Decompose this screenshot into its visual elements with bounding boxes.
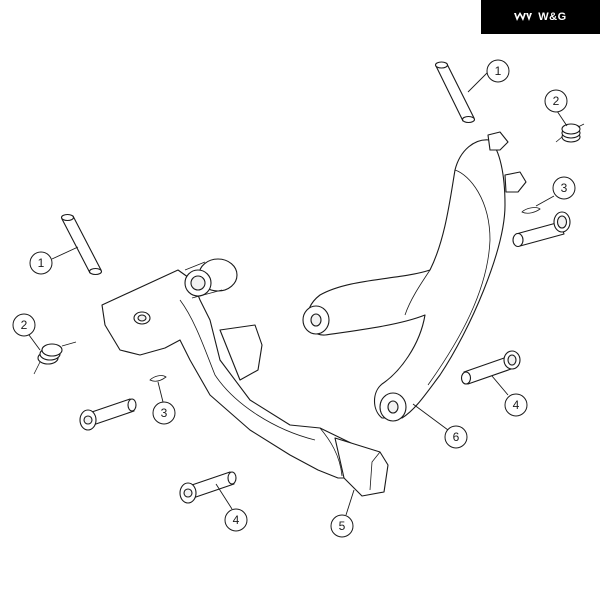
callout-6: 6 xyxy=(412,403,468,449)
callout-3-right: 3 xyxy=(535,176,576,207)
callout-4-right: 4 xyxy=(491,375,528,417)
svg-text:1: 1 xyxy=(38,256,45,270)
svg-text:2: 2 xyxy=(553,94,560,108)
lever-arm-part xyxy=(302,131,527,422)
svg-text:2: 2 xyxy=(21,318,28,332)
clip-part-right xyxy=(521,207,541,214)
svg-text:4: 4 xyxy=(513,398,520,412)
callout-4-left: 4 xyxy=(215,483,248,532)
clip-part-left xyxy=(149,375,167,382)
brand-logo: W&G xyxy=(481,0,600,34)
svg-text:4: 4 xyxy=(233,513,240,527)
svg-text:5: 5 xyxy=(339,519,346,533)
svg-text:6: 6 xyxy=(453,430,460,444)
svg-text:1: 1 xyxy=(495,64,502,78)
callout-2-left: 2 xyxy=(12,313,41,351)
svg-text:3: 3 xyxy=(161,406,168,420)
callout-2-right: 2 xyxy=(544,89,568,127)
callout-5: 5 xyxy=(330,489,355,538)
bolt-part-left-upper xyxy=(79,398,137,431)
spring-part-right xyxy=(555,123,585,143)
pin-part-right xyxy=(434,61,476,124)
headed-pin-right xyxy=(512,211,571,248)
callout-1-left: 1 xyxy=(29,246,79,275)
callout-3-left: 3 xyxy=(152,381,176,425)
svg-text:3: 3 xyxy=(561,181,568,195)
bracket-part xyxy=(101,258,389,497)
callout-1-right: 1 xyxy=(467,59,510,93)
spring-part-left xyxy=(33,341,77,375)
bolt-part-left-lower xyxy=(179,471,237,504)
pin-part-left xyxy=(60,213,103,276)
wg-logo-icon xyxy=(514,12,533,21)
brand-logo-text: W&G xyxy=(538,11,567,23)
bolt-part-right xyxy=(460,350,521,385)
